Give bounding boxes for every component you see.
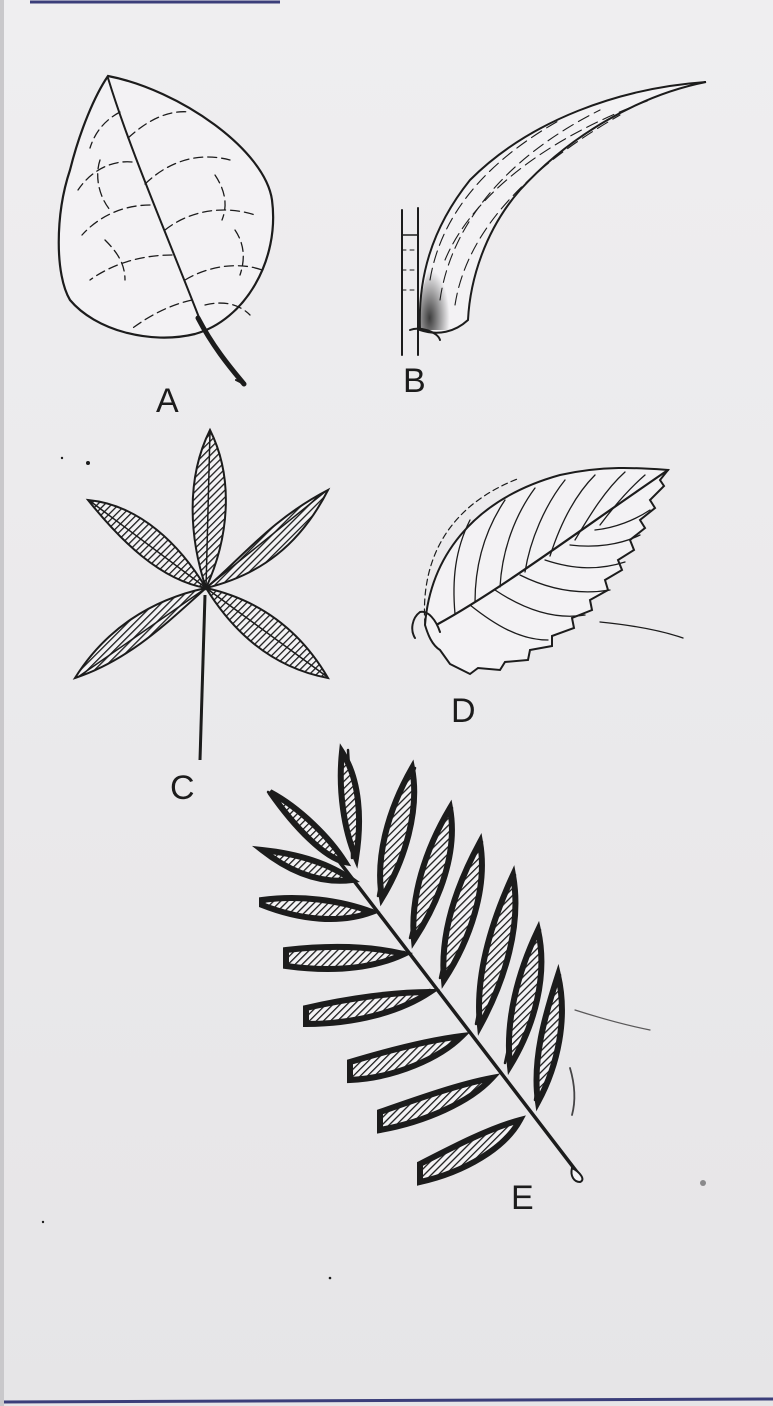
label-e: E xyxy=(511,1181,534,1215)
leaf-d xyxy=(412,468,683,674)
label-b: B xyxy=(403,364,426,398)
label-d: D xyxy=(451,694,476,728)
bottom-frame-edge xyxy=(0,1399,773,1402)
leaf-b xyxy=(402,82,706,355)
label-c: C xyxy=(170,771,195,805)
pinna-left-7 xyxy=(380,1078,492,1130)
pinna-left-6 xyxy=(350,1035,462,1080)
leaf-a xyxy=(59,76,273,384)
pinna-right-1 xyxy=(341,750,359,858)
leaf-e xyxy=(262,750,650,1182)
pinna-right-2 xyxy=(378,768,415,898)
pinna-left-4 xyxy=(286,947,404,969)
pinna-left-5 xyxy=(306,990,430,1024)
label-a: A xyxy=(156,384,179,418)
pinna-left-3 xyxy=(262,898,372,919)
pinna-left-8 xyxy=(420,1120,520,1182)
pinna-right-5 xyxy=(476,875,515,1026)
pinna-right-3 xyxy=(410,808,452,940)
leaf-c xyxy=(75,430,328,760)
